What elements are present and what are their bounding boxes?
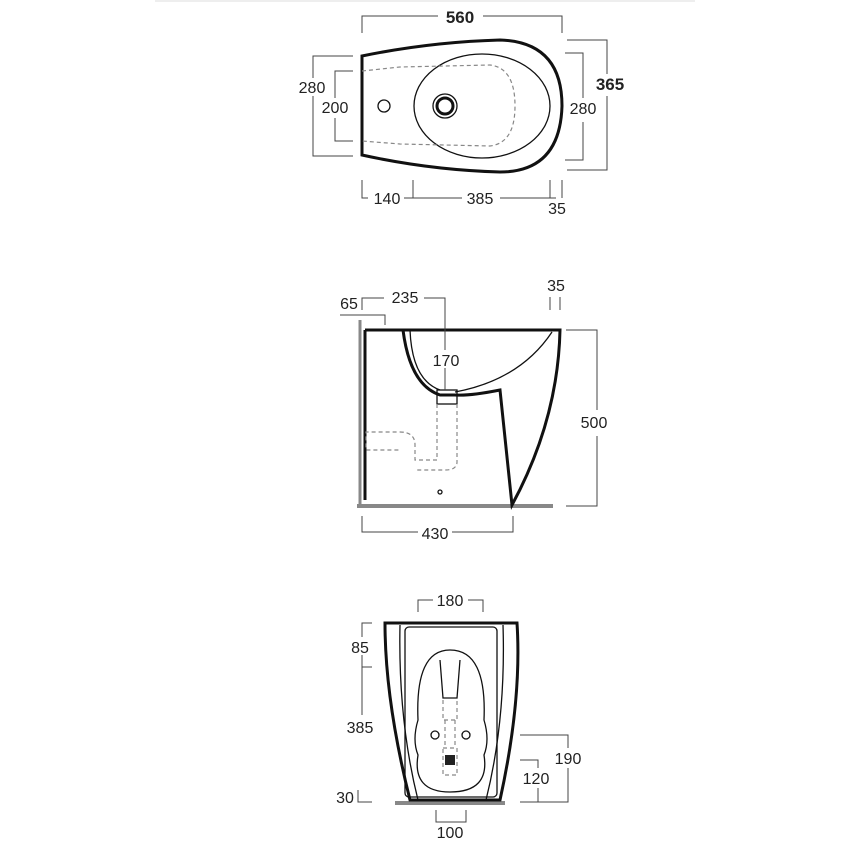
dim-rear-to-hole: 140 <box>374 191 401 208</box>
drain-icon <box>435 96 455 116</box>
dim-top-offset: 85 <box>351 640 369 657</box>
dim-floor-depth: 430 <box>422 526 449 543</box>
drain-fitting <box>436 389 458 405</box>
dim-floor-offset: 30 <box>336 790 354 807</box>
top-view-outline <box>360 38 564 174</box>
dim-height-to-inlet: 385 <box>347 720 374 737</box>
dim-bowl-width: 280 <box>570 101 597 118</box>
top-view: 560 365 280 280 200 140 385 35 <box>299 8 625 218</box>
dim-rim-offset: 35 <box>547 278 565 295</box>
dim-drain-depth: 170 <box>433 353 460 370</box>
dim-drain-width: 180 <box>437 593 464 610</box>
bowl-rim <box>413 53 551 159</box>
tap-hole <box>377 99 391 113</box>
dim-rear-to-drain: 235 <box>392 290 419 307</box>
rear-inner-oval <box>414 649 488 793</box>
side-view-outline <box>363 328 562 510</box>
rear-view: 180 85 385 30 190 120 100 <box>336 593 581 842</box>
side-view: 65 235 170 35 500 430 <box>340 278 607 543</box>
dim-overall-length: 560 <box>446 8 474 27</box>
dim-outlet-height-low: 120 <box>523 771 550 788</box>
dim-outlet-height-high: 190 <box>555 751 582 768</box>
dim-rear-width: 280 <box>299 80 326 97</box>
dim-overall-width: 365 <box>596 75 624 94</box>
dim-hole-to-front: 385 <box>467 191 494 208</box>
drain-outer <box>432 93 458 119</box>
outlet-icon <box>445 755 455 765</box>
dim-rear-offset: 65 <box>340 296 358 313</box>
dim-rear-inner-width: 200 <box>322 100 349 117</box>
dim-height: 500 <box>581 415 608 432</box>
hidden-bowl-outline <box>361 64 516 147</box>
dim-front-offset: 35 <box>548 201 566 218</box>
trap-pipe <box>365 404 458 471</box>
dim-base-width: 100 <box>437 825 464 842</box>
